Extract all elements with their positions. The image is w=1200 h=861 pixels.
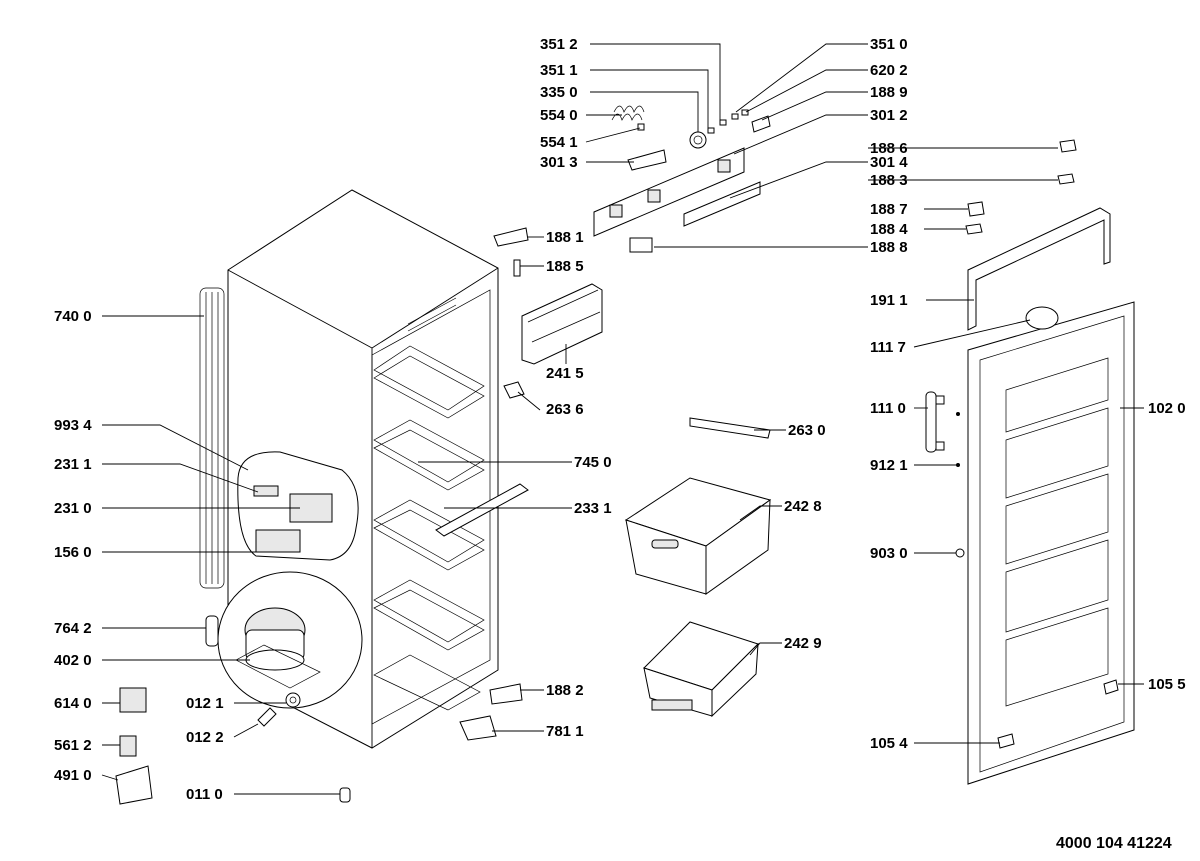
label-263-0: 263 0 (788, 422, 826, 439)
label-351-2: 351 2 (540, 36, 578, 53)
door-handle (925, 391, 945, 453)
label-231-1: 231 1 (54, 456, 92, 473)
label-012-1: 012 1 (186, 695, 224, 712)
label-188-2: 188 2 (546, 682, 584, 699)
document-number: 4000 104 41224 (1056, 835, 1172, 852)
label-764-2: 764 2 (54, 620, 92, 637)
label-188-3: 188 3 (870, 172, 908, 189)
label-614-0: 614 0 (54, 695, 92, 712)
label-993-4: 993 4 (54, 417, 92, 434)
door-gasket (967, 207, 1111, 331)
label-242-9: 242 9 (784, 635, 822, 652)
label-188-5: 188 5 (546, 258, 584, 275)
label-620-2: 620 2 (870, 62, 908, 79)
label-335-0: 335 0 (540, 84, 578, 101)
label-554-1: 554 1 (540, 134, 578, 151)
label-111-0: 111 0 (870, 400, 906, 417)
label-188-8: 188 8 (870, 239, 908, 256)
label-301-4: 301 4 (870, 154, 908, 171)
label-491-0: 491 0 (54, 767, 92, 784)
compressor (235, 607, 321, 689)
label-105-4: 105 4 (870, 735, 908, 752)
label-011-0: 011 0 (186, 786, 223, 803)
control-panel (593, 105, 771, 253)
door-tray (521, 283, 603, 365)
label-231-0: 231 0 (54, 500, 92, 517)
label-188-4: 188 4 (870, 221, 908, 238)
label-561-2: 561 2 (54, 737, 92, 754)
label-188-9: 188 9 (870, 84, 908, 101)
label-351-0: 351 0 (870, 36, 908, 53)
label-188-6: 188 6 (870, 140, 908, 157)
label-912-1: 912 1 (870, 457, 908, 474)
label-781-1: 781 1 (546, 723, 584, 740)
label-402-0: 402 0 (54, 652, 92, 669)
label-745-0: 745 0 (574, 454, 612, 471)
label-233-1: 233 1 (574, 500, 612, 517)
label-554-0: 554 0 (540, 107, 578, 124)
label-903-0: 903 0 (870, 545, 908, 562)
thermostat-knob (689, 131, 707, 149)
part-labels: 351 2 351 1 335 0 554 0 554 1 301 3 351 … (54, 36, 1186, 852)
label-740-0: 740 0 (54, 308, 92, 325)
label-102-0: 102 0 (1148, 400, 1186, 417)
label-156-0: 156 0 (54, 544, 92, 561)
drawer-upper (624, 477, 772, 595)
label-188-1: 188 1 (546, 229, 584, 246)
wire-shelves (373, 345, 485, 711)
label-188-7: 188 7 (870, 201, 908, 218)
door (967, 301, 1135, 785)
leader-lines (101, 43, 1144, 795)
label-242-8: 242 8 (784, 498, 822, 515)
label-351-1: 351 1 (540, 62, 578, 79)
label-301-2: 301 2 (870, 107, 908, 124)
drawer-lower (643, 621, 759, 718)
label-263-6: 263 6 (546, 401, 584, 418)
label-301-3: 301 3 (540, 154, 578, 171)
label-012-2: 012 2 (186, 729, 224, 746)
refrigerator-cabinet (199, 189, 499, 749)
label-191-1: 191 1 (870, 292, 908, 309)
condenser-coil (199, 287, 225, 589)
spring (611, 105, 645, 121)
label-111-7: 111 7 (870, 339, 906, 356)
label-105-5: 105 5 (1148, 676, 1186, 693)
label-241-5: 241 5 (546, 365, 584, 382)
